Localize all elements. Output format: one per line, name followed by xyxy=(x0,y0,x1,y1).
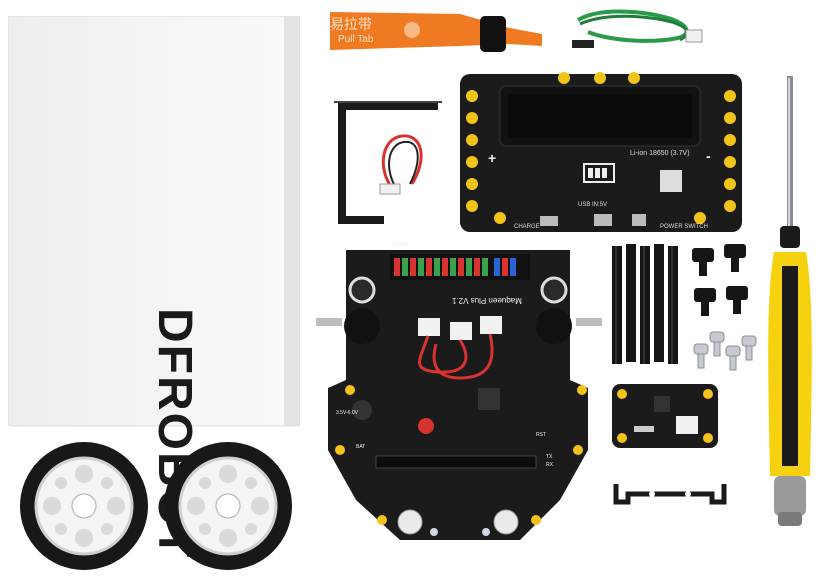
sensor-board xyxy=(610,382,720,450)
pull-tab-strap: 易拉带 Pull Tab xyxy=(330,0,545,60)
black-standoffs xyxy=(606,240,686,370)
small-bracket xyxy=(612,480,728,510)
product-box: DFROBOT xyxy=(7,15,301,559)
board-title: Maqueen Plus V2.1 xyxy=(452,296,522,305)
green-cable xyxy=(568,4,708,54)
board-rst-label: RST xyxy=(536,432,546,438)
board-tx-label: TX xyxy=(546,454,553,460)
battery-spec-label: Li-ion 18650 (3.7V) xyxy=(630,150,690,157)
board-snake-label: SNAKE xyxy=(392,242,409,248)
battery-plus-label: + xyxy=(488,150,497,166)
power-switch-label: POWER SWITCH xyxy=(660,224,708,230)
board-bat-label: BAT xyxy=(356,444,366,450)
battery-board: + - Li-ion 18650 (3.7V) CHARGE USB IN:5V… xyxy=(460,66,742,236)
black-bracket xyxy=(334,100,442,230)
nylon-screws xyxy=(686,240,756,330)
wheel-left xyxy=(18,440,150,572)
usb-in-label: USB IN:5V xyxy=(578,202,608,208)
metal-screws xyxy=(690,326,762,374)
pull-tab-text-en: Pull Tab xyxy=(338,34,374,45)
board-vin-label: 3.5V-6.0V xyxy=(336,410,358,416)
pull-tab-text-cn: 易拉带 xyxy=(330,16,372,32)
battery-minus-label: - xyxy=(706,148,711,164)
wheel-right xyxy=(162,440,294,572)
board-rx-label: RX xyxy=(546,462,553,468)
screwdriver xyxy=(760,76,820,536)
red-cable xyxy=(372,128,434,198)
main-robot-board: Maqueen Plus V2.1 SNAKE BAT 3.5V-6.0V RS… xyxy=(310,240,606,560)
charge-label: CHARGE xyxy=(514,224,540,230)
